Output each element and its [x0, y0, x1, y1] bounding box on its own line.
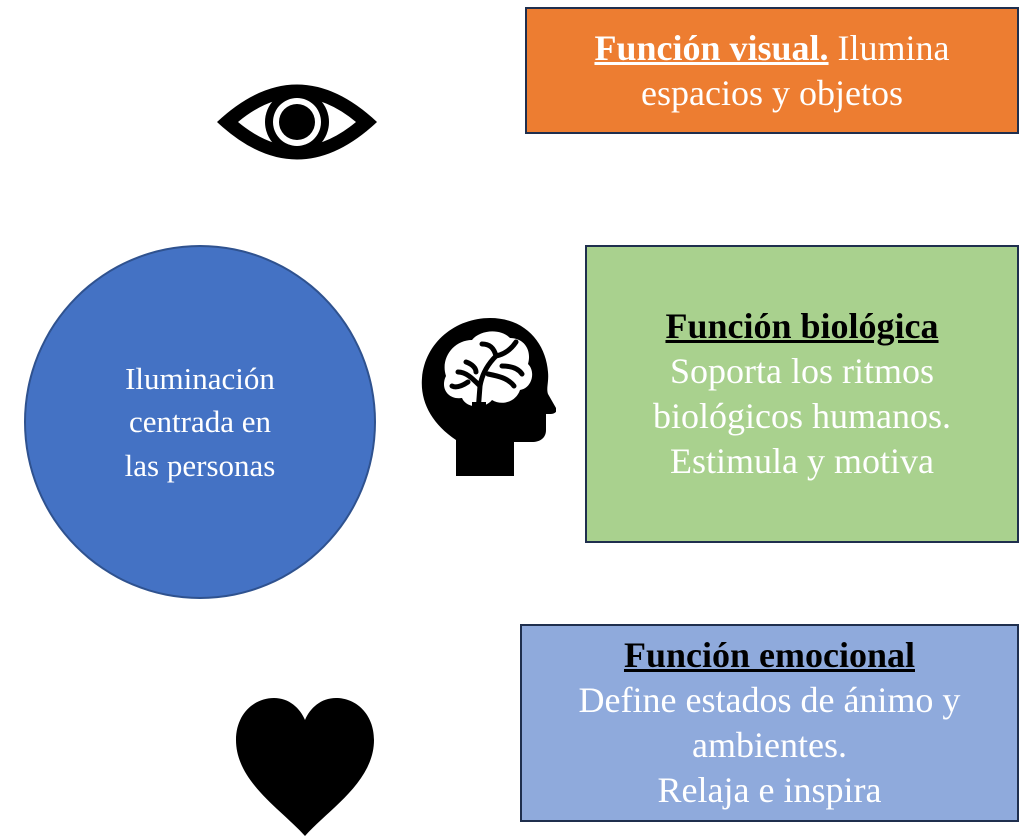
center-line-3: las personas — [124, 447, 276, 483]
emotional-function-title: Función emocional — [623, 635, 915, 675]
emotional-function-box: Función emocional Define estados de ánim… — [520, 624, 1019, 822]
emotional-function-line-2: ambientes. — [692, 725, 847, 765]
biological-function-box: Función biológica Soporta los ritmos bio… — [585, 245, 1019, 543]
heart-icon — [236, 698, 374, 836]
biological-function-line-2: biológicos humanos. — [653, 396, 951, 436]
visual-function-line-1: Función visual. Ilumina — [594, 26, 949, 71]
eye-icon — [217, 84, 377, 160]
visual-function-title: Función visual. — [594, 27, 829, 68]
center-circle: Iluminación centrada en las personas — [24, 245, 376, 599]
biological-function-line-1: Soporta los ritmos — [669, 351, 934, 391]
center-line-1: Iluminación — [125, 360, 275, 396]
visual-function-line-2: espacios y objetos — [641, 72, 903, 113]
visual-function-text: Ilumina — [828, 27, 950, 68]
head-brain-icon — [421, 318, 556, 476]
emotional-function-line-1: Define estados de ánimo y — [578, 680, 961, 720]
biological-function-line-3: Estimula y motiva — [670, 441, 934, 481]
emotional-function-line-3: Relaja e inspira — [657, 770, 882, 810]
biological-function-title: Función biológica — [665, 306, 939, 346]
center-line-2: centrada en — [129, 404, 271, 440]
visual-function-box: Función visual. Ilumina espacios y objet… — [525, 7, 1019, 134]
center-label: Iluminación centrada en las personas — [100, 357, 300, 487]
